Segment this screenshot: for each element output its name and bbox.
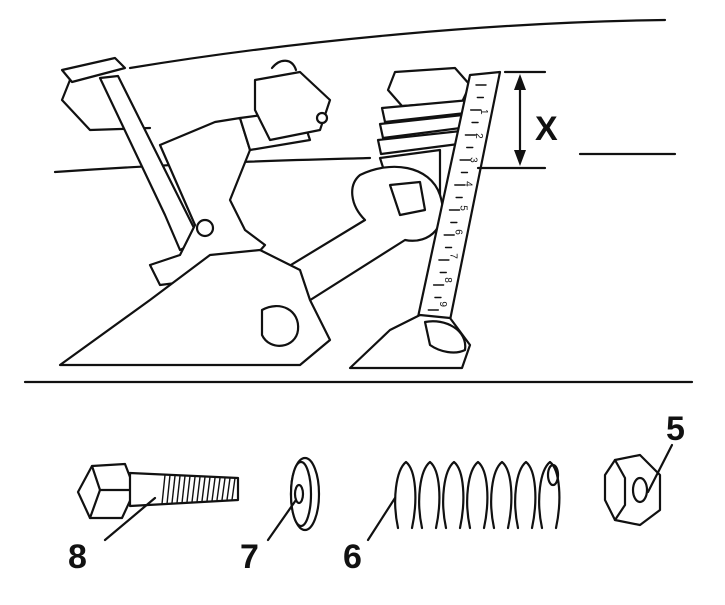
right-hand <box>348 313 472 370</box>
switch-bracket <box>253 59 332 142</box>
spring-coil <box>418 460 441 530</box>
bolt: 8 <box>68 462 240 576</box>
bolt-threads <box>161 474 236 505</box>
ruler-number: 5 <box>458 205 469 211</box>
part-number-5: 5 <box>666 410 685 448</box>
dimension-x: X <box>476 70 558 170</box>
ruler-number: 2 <box>473 133 484 139</box>
leader-8 <box>103 496 157 542</box>
ruler-number: 6 <box>452 229 463 235</box>
ruler-number: 4 <box>463 181 474 187</box>
part-number-6: 6 <box>343 538 362 576</box>
adjustment-scene: 12345678910 X <box>53 18 677 370</box>
ruler-number: 8 <box>442 277 453 283</box>
leader-5 <box>646 443 674 494</box>
spring-coil <box>394 460 417 530</box>
ruler-number: 7 <box>447 253 458 259</box>
leader-7 <box>266 498 298 542</box>
spring-coil <box>442 460 465 530</box>
ruler-number: 1 <box>478 109 489 115</box>
spring-coil <box>514 460 537 530</box>
part-number-8: 8 <box>68 538 87 576</box>
spring: 6 <box>343 460 561 576</box>
arrow-down-icon <box>514 150 526 166</box>
body-edge-top <box>128 18 667 70</box>
ruler-number: 3 <box>468 157 479 163</box>
ruler-number: 9 <box>437 301 448 307</box>
nut: 5 <box>603 410 685 527</box>
parts-row: 8 7 6 5 <box>68 410 685 576</box>
spring-coil <box>490 460 513 530</box>
spring-coils <box>394 460 561 530</box>
spring-coil <box>538 460 561 530</box>
spring-end <box>546 463 560 487</box>
left-hand <box>58 248 332 367</box>
part-number-7: 7 <box>240 538 259 576</box>
washer: 7 <box>240 456 321 576</box>
spring-coil <box>466 460 489 530</box>
arrow-up-icon <box>514 74 526 90</box>
leader-6 <box>366 496 397 542</box>
dimension-x-label: X <box>535 110 558 148</box>
